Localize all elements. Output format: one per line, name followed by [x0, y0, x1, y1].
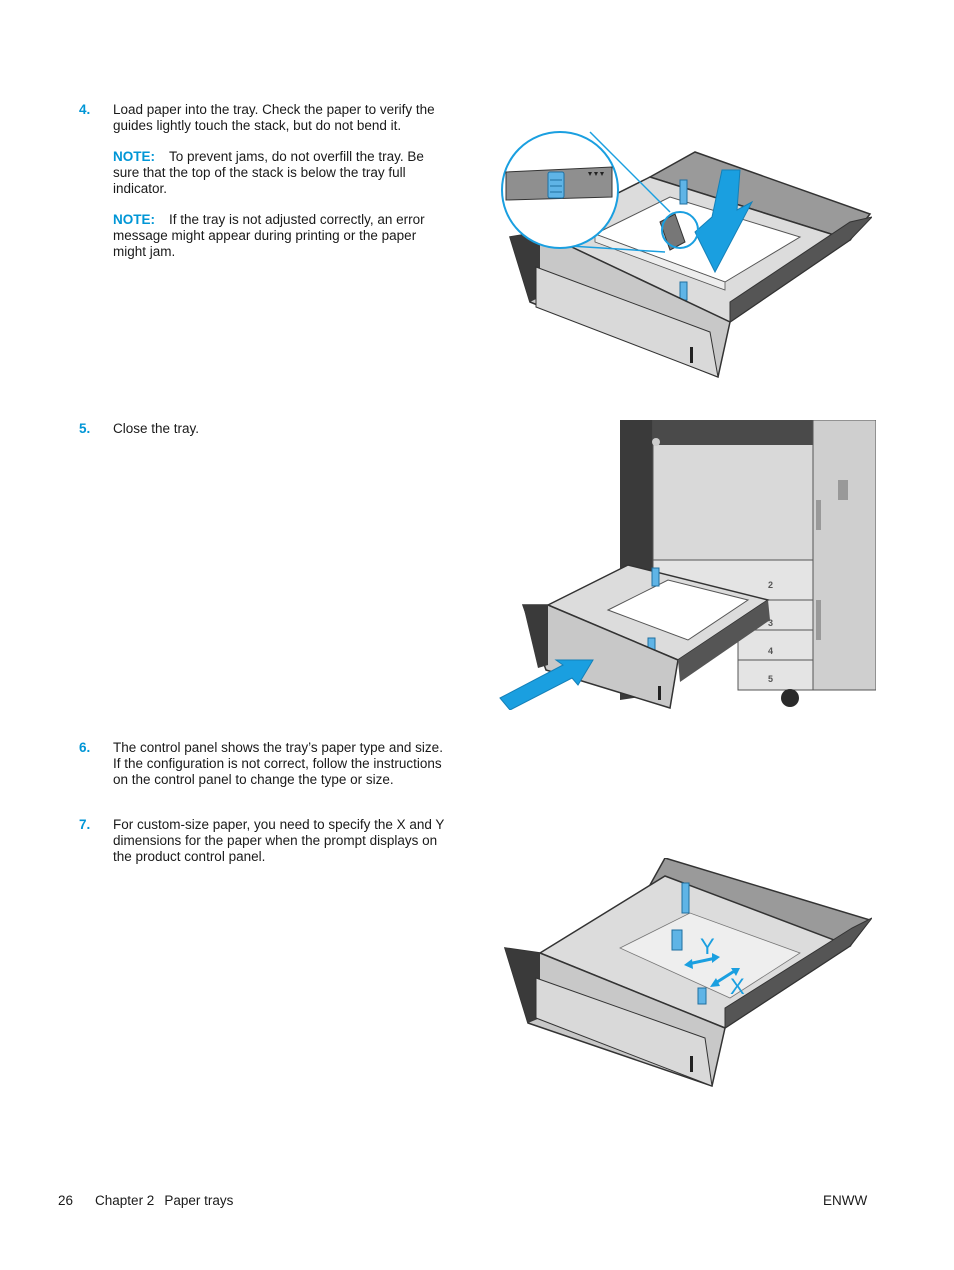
paper-guide-icon [681, 882, 690, 914]
note-text: To prevent jams, do not overfill the tra… [113, 149, 424, 196]
note: NOTE:To prevent jams, do not overfill th… [113, 149, 449, 197]
doc-code: ENWW [823, 1193, 868, 1208]
step-7: 7. For custom-size paper, you need to sp… [79, 817, 449, 865]
down-arrow-icon [694, 169, 754, 274]
paper-guide-icon [671, 929, 683, 951]
paper-guide-icon [697, 987, 707, 1005]
paper-guide-icon [651, 567, 660, 587]
load-paper-figure [501, 131, 872, 379]
note: NOTE:If the tray is not adjusted correct… [113, 212, 449, 260]
step-number: 7. [79, 817, 91, 832]
full-indicator-icon [547, 171, 565, 199]
note-label: NOTE: [113, 212, 155, 227]
tray-handle-icon [690, 347, 693, 363]
step-number: 6. [79, 740, 91, 755]
step-text: The control panel shows the tray’s paper… [113, 740, 443, 787]
chapter-label: Chapter 2 [95, 1193, 155, 1208]
page-footer-right: ENWW [823, 1193, 867, 1209]
step-4: 4. Load paper into the tray. Check the p… [79, 102, 449, 260]
y-dimension-label: Y [700, 934, 715, 959]
step-number: 4. [79, 102, 91, 117]
x-dimension-label: X [730, 974, 745, 999]
section-title: Paper trays [164, 1193, 234, 1208]
step-number: 5. [79, 421, 91, 436]
tray-handle-icon [658, 686, 661, 700]
tray-number-label: 5 [768, 674, 773, 684]
step-text: Close the tray. [113, 421, 200, 436]
page-footer-left: 26 Chapter 2 Paper trays [58, 1193, 233, 1209]
push-arrow-icon [499, 659, 594, 710]
tray-handle-icon [690, 1056, 693, 1072]
close-tray-figure: 2 3 4 5 [499, 420, 876, 710]
note-text: If the tray is not adjusted correctly, a… [113, 212, 425, 259]
tray-number-label: 4 [768, 646, 773, 656]
paper-guide-icon [679, 179, 688, 205]
step-6: 6. The control panel shows the tray’s pa… [79, 740, 449, 788]
custom-size-figure: Y X [503, 858, 872, 1087]
paper-guide-icon [679, 281, 688, 301]
tray-number-label: 2 [768, 580, 773, 590]
page-number: 26 [58, 1193, 74, 1208]
step-5: 5. Close the tray. [79, 421, 449, 437]
note-label: NOTE: [113, 149, 155, 164]
tray-number-label: 3 [768, 618, 773, 628]
step-text: Load paper into the tray. Check the pape… [113, 102, 435, 133]
step-text: For custom-size paper, you need to speci… [113, 817, 445, 864]
